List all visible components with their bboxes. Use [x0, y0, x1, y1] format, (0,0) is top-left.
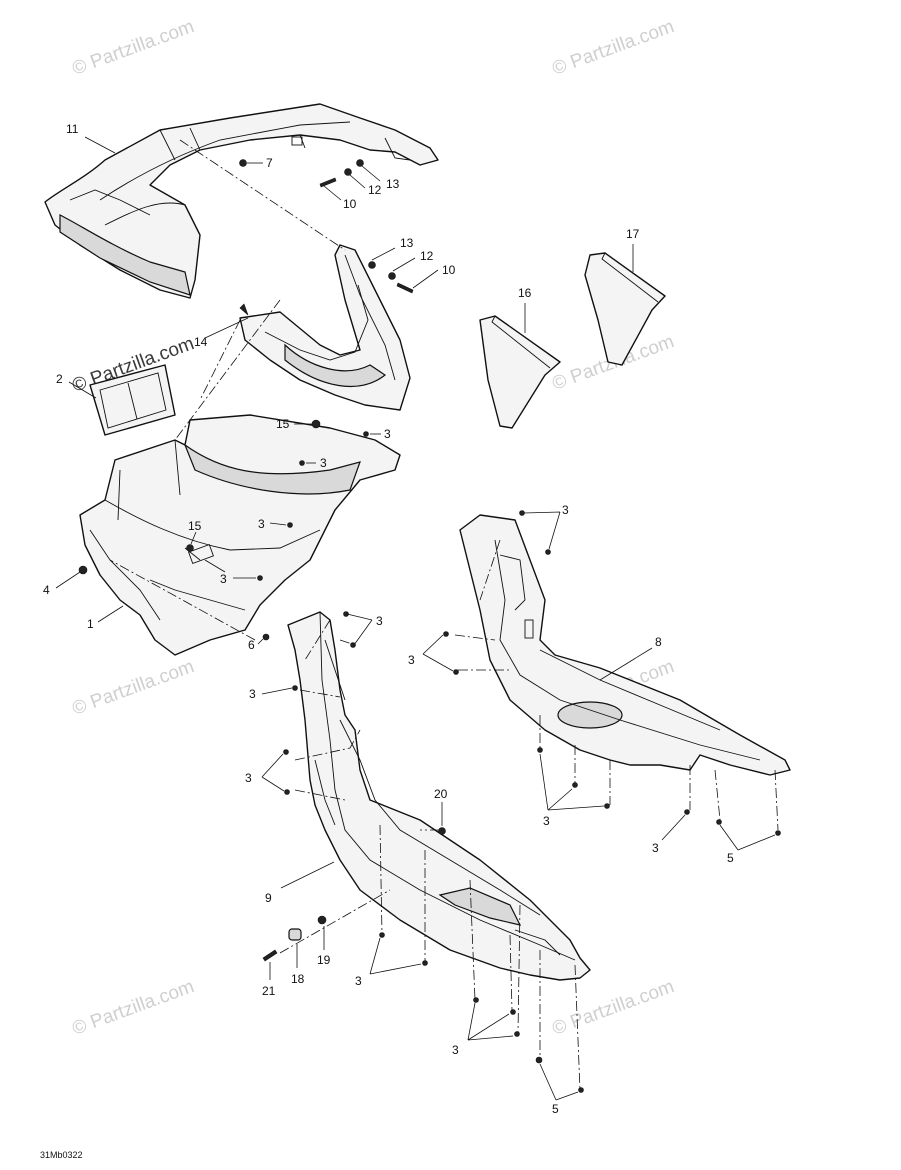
watermark: © Partzilla.com	[70, 656, 197, 720]
callout-3: 3	[652, 841, 659, 855]
callout-18: 18	[291, 972, 305, 986]
callout-19: 19	[317, 953, 331, 967]
screw-icon	[379, 932, 385, 938]
spacer-icon	[288, 928, 302, 941]
screw-icon	[537, 747, 543, 753]
part-2-decal	[89, 364, 176, 436]
callout-5: 5	[552, 1102, 559, 1116]
screw-icon	[257, 575, 263, 581]
screw-icon	[284, 789, 290, 795]
watermark: © Partzilla.com	[70, 16, 197, 80]
screw-icon	[292, 685, 298, 691]
screw-icon	[319, 177, 337, 188]
callout-4: 4	[43, 583, 50, 597]
watermark: © Partzilla.com	[550, 976, 677, 1040]
callout-3: 3	[220, 572, 227, 586]
clip-icon	[78, 565, 88, 575]
callout-2: 2	[56, 372, 63, 386]
leader-lines	[55, 136, 776, 1101]
clip-icon	[311, 419, 321, 429]
screw-icon	[283, 749, 289, 755]
screw-icon	[510, 1009, 516, 1015]
callout-10: 10	[442, 263, 456, 277]
callout-3: 3	[320, 456, 327, 470]
screw-icon	[604, 803, 610, 809]
nut-icon	[317, 915, 327, 925]
callout-8: 8	[655, 635, 662, 649]
part-11-upper-cover	[44, 103, 439, 299]
clip-icon	[186, 544, 194, 552]
callout-5: 5	[727, 851, 734, 865]
callout-3: 3	[245, 771, 252, 785]
screw-icon	[453, 669, 459, 675]
part-1-front-cover	[79, 414, 401, 656]
watermark: © Partzilla.com	[70, 976, 197, 1040]
part-8-side-panel	[459, 514, 791, 776]
screw-icon	[239, 303, 249, 316]
callout-3: 3	[258, 517, 265, 531]
callout-14: 14	[194, 335, 208, 349]
screw-icon	[350, 642, 356, 648]
callout-15: 15	[276, 417, 290, 431]
nut-icon	[388, 272, 396, 280]
screw-icon	[514, 1031, 520, 1037]
nut-icon	[344, 168, 352, 176]
part-14-bracket	[239, 244, 411, 411]
assembly-lines	[109, 139, 779, 1091]
callout-12: 12	[420, 249, 434, 263]
callout-17: 17	[626, 227, 640, 241]
screw-icon	[716, 819, 722, 825]
screw-icon	[287, 522, 293, 528]
nut-icon	[368, 261, 376, 269]
callout-6: 6	[248, 638, 255, 652]
screw-icon	[473, 997, 479, 1003]
callout-20: 20	[434, 787, 448, 801]
hardware	[78, 159, 781, 1093]
callout-10: 10	[343, 197, 357, 211]
screw-icon	[443, 631, 449, 637]
callout-3: 3	[543, 814, 550, 828]
callout-12: 12	[368, 183, 382, 197]
callout-3: 3	[562, 503, 569, 517]
nut-icon	[239, 159, 247, 167]
callout-3: 3	[376, 614, 383, 628]
screw-icon	[299, 460, 305, 466]
part-9-lower-panel	[287, 611, 591, 981]
callout-3: 3	[452, 1043, 459, 1057]
nut-icon	[262, 633, 270, 641]
screw-icon	[572, 782, 578, 788]
callout-15: 15	[188, 519, 202, 533]
part-16-panel	[479, 315, 561, 429]
clip-icon	[438, 827, 446, 835]
callout-3: 3	[249, 687, 256, 701]
callout-7: 7	[266, 156, 273, 170]
nut-icon	[535, 1056, 543, 1064]
screw-icon	[363, 431, 369, 437]
callout-21: 21	[262, 984, 276, 998]
screw-icon	[578, 1087, 584, 1093]
nut-icon	[356, 159, 364, 167]
diagram-code: 31Mb0322	[40, 1150, 83, 1160]
callout-1: 1	[87, 617, 94, 631]
callout-13: 13	[386, 177, 400, 191]
callout-9: 9	[265, 891, 272, 905]
callout-3: 3	[408, 653, 415, 667]
screw-icon	[422, 960, 428, 966]
callout-16: 16	[518, 286, 532, 300]
screw-icon	[684, 809, 690, 815]
screw-icon	[519, 510, 525, 516]
screw-icon	[545, 549, 551, 555]
callout-13: 13	[400, 236, 414, 250]
screw-icon	[775, 830, 781, 836]
watermark: © Partzilla.com	[550, 16, 677, 80]
part-17-panel	[584, 252, 666, 366]
callout-11: 11	[66, 122, 79, 136]
callout-3: 3	[384, 427, 391, 441]
screw-icon	[396, 282, 414, 294]
callouts: 11 7 13 12 10 13 12 10 17 16 14 2 15 3 3…	[43, 122, 734, 1116]
screw-icon	[262, 949, 278, 962]
callout-3: 3	[355, 974, 362, 988]
